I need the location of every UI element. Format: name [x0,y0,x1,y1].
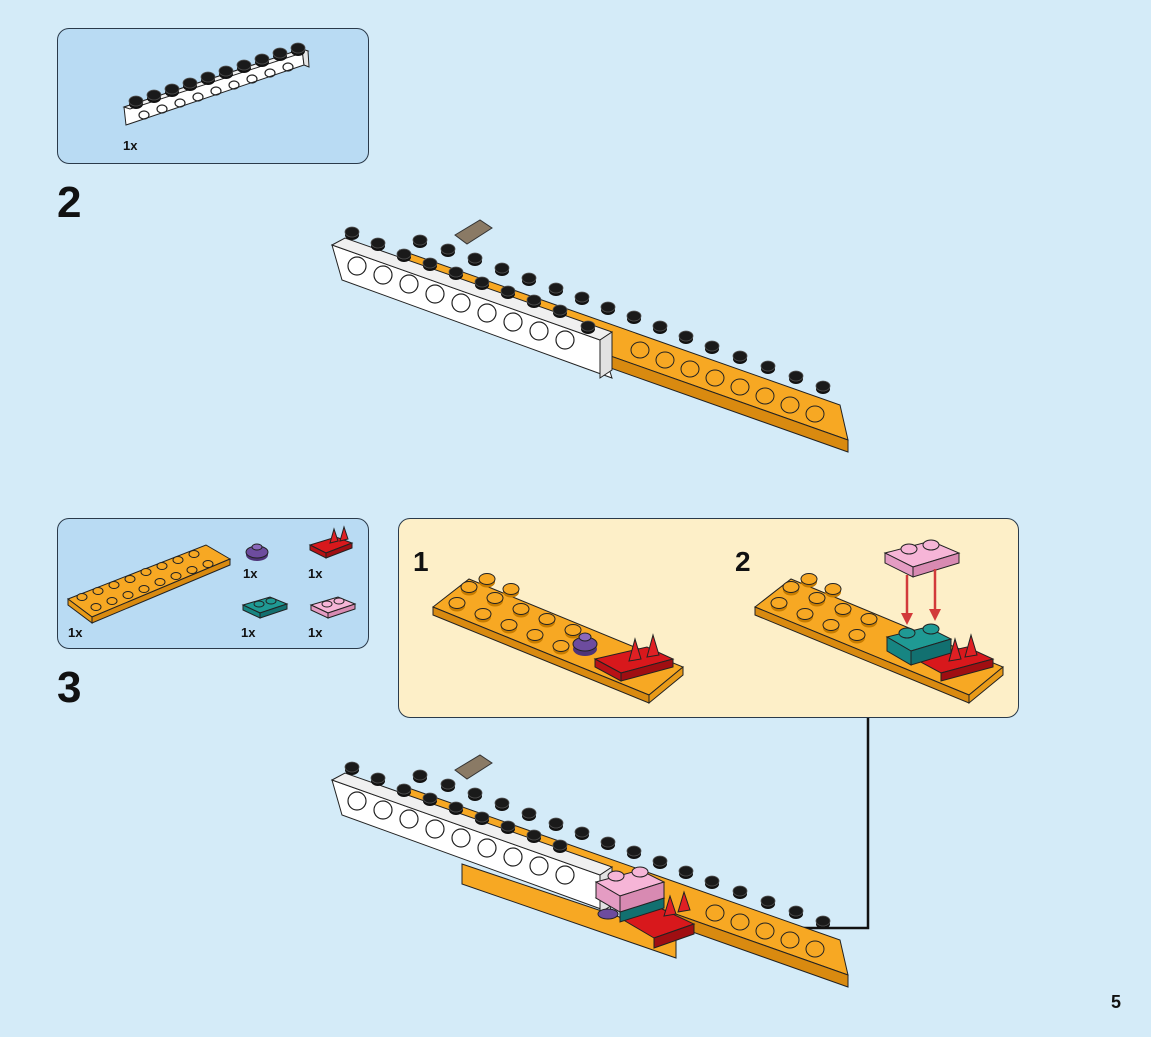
page-number: 5 [1111,992,1122,1012]
substep1-illustration [432,573,684,705]
teal-plate-icon [241,596,289,619]
part-quantity: 1x [243,566,258,581]
substep-number: 2 [735,546,751,577]
red-claw-plate-icon [308,525,354,559]
substep-callout: 1 2 [398,518,1019,718]
step-number: 2 [57,178,82,227]
white-beam-icon [122,42,310,126]
pink-plate-icon [309,596,357,619]
part-quantity: 1x [241,625,256,640]
orange-plate-icon [66,544,232,624]
purple-round-plate-icon [245,543,269,561]
substep-number: 1 [413,546,429,577]
part-quantity: 1x [308,625,323,640]
part-quantity: 1x [308,566,323,581]
parts-callout-step1: 1x [57,28,369,164]
part-quantity: 1x [123,138,138,153]
substep2-illustration [754,539,1004,705]
parts-callout-step3: 1x 1x 1x 1x 1x [57,518,369,649]
part-quantity: 1x [68,625,83,640]
step-number: 3 [57,663,82,712]
